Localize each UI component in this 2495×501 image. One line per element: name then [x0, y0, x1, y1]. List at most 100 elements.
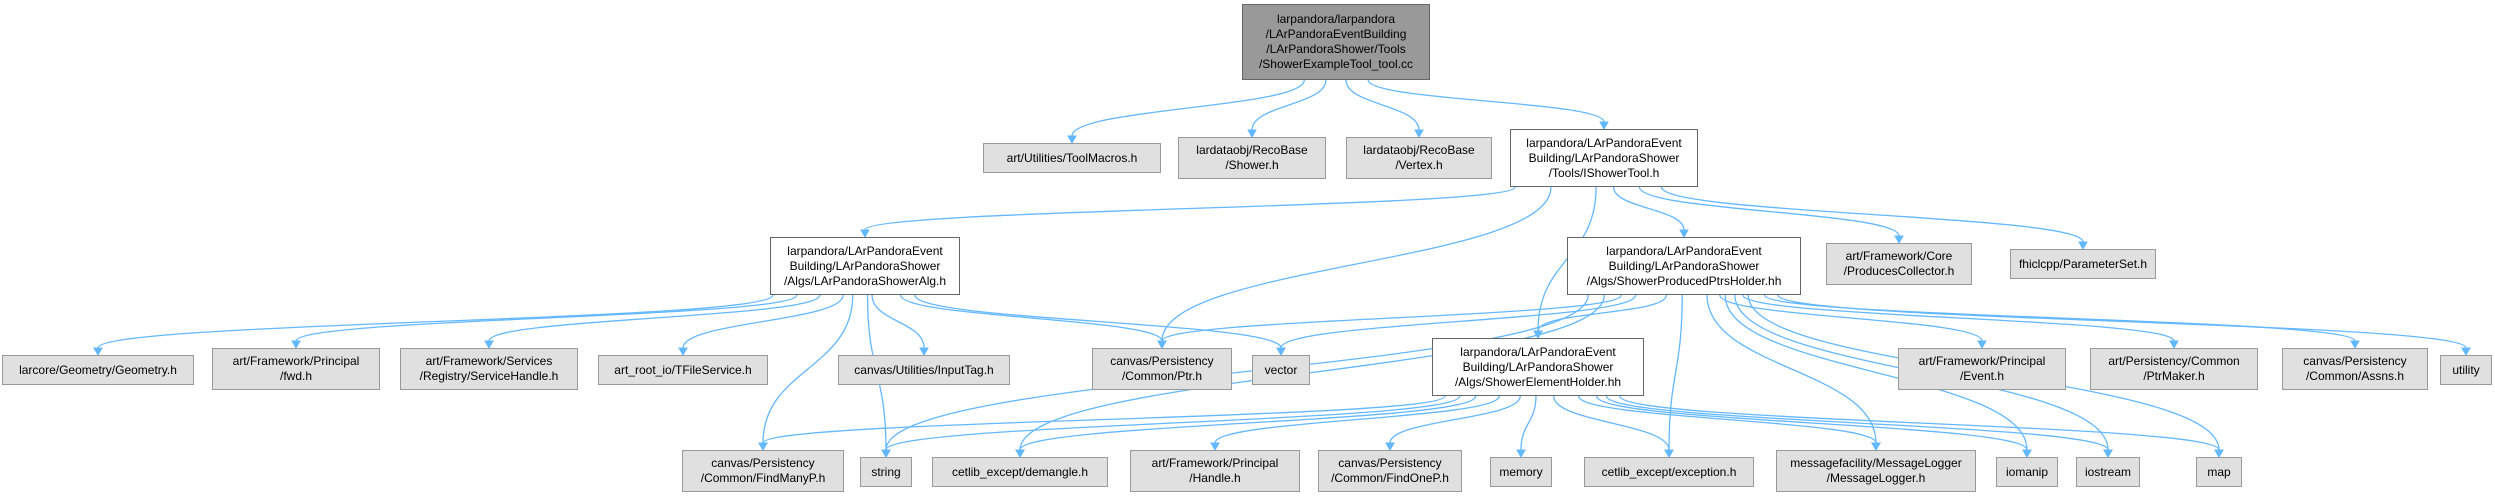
node-geometry: larcore/Geometry/Geometry.h — [2, 355, 194, 385]
node-label: fhiclcpp/ParameterSet.h — [2018, 256, 2148, 271]
edge-arrowhead — [484, 340, 494, 350]
edge-arrowhead — [1210, 442, 1220, 452]
edge-arrowhead — [678, 347, 688, 357]
node-label: larcore/Geometry/Geometry.h — [19, 362, 177, 377]
node-inputtag: canvas/Utilities/InputTag.h — [838, 355, 1010, 385]
edge-elementholder-exception — [1553, 395, 1670, 451]
node-label: larpandora/larpandora /LArPandoraEventBu… — [1258, 12, 1414, 71]
edge-arrowhead — [2350, 340, 2360, 350]
edge-producedptrs-vector — [1280, 294, 1637, 349]
node-label: art/Framework/Services /Registry/Service… — [419, 354, 559, 383]
edge-elementholder-handle — [1214, 395, 1500, 444]
edge-showeralg-fwd — [295, 294, 798, 342]
edge-root-toolmacros — [1071, 79, 1305, 137]
node-parameterset: fhiclcpp/ParameterSet.h — [2010, 249, 2156, 279]
node-iostream: iostream — [2076, 457, 2140, 487]
edge-showeralg-inputtag — [871, 294, 925, 349]
node-shower: lardataobj/RecoBase /Shower.h — [1178, 137, 1326, 179]
node-ptr: canvas/Persistency /Common/Ptr.h — [1092, 348, 1232, 390]
node-label: map — [2207, 464, 2231, 479]
edge-elementholder-findonep — [1389, 395, 1521, 444]
edge-arrowhead — [1385, 442, 1395, 452]
node-handle: art/Framework/Principal /Handle.h — [1130, 450, 1300, 492]
node-showeralg[interactable]: larpandora/LArPandoraEvent Building/LArP… — [770, 237, 960, 295]
edge-arrowhead — [2078, 241, 2088, 251]
node-label: art/Framework/Principal /Handle.h — [1151, 456, 1279, 485]
node-producedptrs[interactable]: larpandora/LArPandoraEvent Building/LArP… — [1567, 237, 1801, 295]
edge-ishowertool-producescollector — [1638, 186, 1900, 237]
node-label: art/Framework/Core /ProducesCollector.h — [1843, 249, 1955, 278]
node-map: map — [2196, 457, 2242, 487]
node-label: art/Framework/Principal /Event.h — [1918, 354, 2046, 383]
edge-arrowhead — [1599, 121, 1609, 131]
node-vector: vector — [1252, 355, 1310, 385]
edge-root-vertex — [1345, 79, 1420, 131]
edge-elementholder-messagelogger — [1577, 395, 1877, 444]
node-label: vector — [1264, 362, 1298, 377]
edge-arrowhead — [2214, 449, 2224, 459]
edge-producedptrs-ptrmaker — [1742, 294, 2175, 342]
node-ishowertool[interactable]: larpandora/LArPandoraEvent Building/LArP… — [1510, 129, 1698, 187]
edge-arrowhead — [1516, 449, 1526, 459]
edge-arrowhead — [1157, 340, 1167, 350]
node-label: canvas/Persistency /Common/Ptr.h — [1110, 354, 1214, 383]
node-findmanyp: canvas/Persistency /Common/FindManyP.h — [682, 450, 844, 492]
edge-arrowhead — [2169, 340, 2179, 350]
edge-elementholder-map — [1619, 395, 2220, 451]
node-root-file: larpandora/larpandora /LArPandoraEventBu… — [1242, 4, 1430, 80]
edge-arrowhead — [758, 442, 768, 452]
node-label: lardataobj/RecoBase /Shower.h — [1196, 143, 1308, 172]
edge-elementholder-demangle — [1019, 395, 1477, 451]
edge-producedptrs-elementholder — [1537, 294, 1668, 332]
node-exception: cetlib_except/exception.h — [1584, 457, 1754, 487]
edge-arrowhead — [2461, 347, 2471, 357]
edge-arrowhead — [1015, 449, 1025, 459]
edge-showeralg-ptr — [899, 294, 1163, 342]
node-label: iostream — [2084, 464, 2131, 479]
node-label: canvas/Utilities/InputTag.h — [854, 362, 994, 377]
edge-arrowhead — [1247, 129, 1257, 139]
edge-arrowhead — [1977, 340, 1987, 350]
edge-showeralg-servicehandle — [488, 294, 821, 342]
edge-elementholder-string — [885, 395, 1461, 451]
node-label: iomanip — [2005, 464, 2049, 479]
edge-ishowertool-ptr — [1161, 186, 1552, 342]
edge-showeralg-tfileservice — [682, 294, 844, 349]
edge-arrowhead — [1533, 330, 1543, 340]
node-elementholder[interactable]: larpandora/LArPandoraEvent Building/LArP… — [1432, 338, 1644, 396]
node-fwd: art/Framework/Principal /fwd.h — [212, 348, 380, 390]
edge-elementholder-iostream — [1605, 395, 2109, 451]
node-assns: canvas/Persistency /Common/Assns.h — [2282, 348, 2428, 390]
edge-root-ishowertool — [1367, 79, 1605, 123]
node-label: larpandora/LArPandoraEvent Building/LArP… — [1586, 243, 1782, 288]
edge-arrowhead — [860, 229, 870, 239]
edge-arrowhead — [1664, 449, 1674, 459]
node-event: art/Framework/Principal /Event.h — [1898, 348, 2066, 390]
node-toolmacros: art/Utilities/ToolMacros.h — [983, 143, 1161, 173]
edge-elementholder-findmanyp — [762, 395, 1446, 444]
node-label: canvas/Persistency /Common/FindManyP.h — [700, 456, 826, 485]
edge-producedptrs-ptr — [1161, 294, 1623, 342]
node-iomanip: iomanip — [1996, 457, 2058, 487]
node-producescollector: art/Framework/Core /ProducesCollector.h — [1826, 243, 1972, 285]
edge-arrowhead — [919, 347, 929, 357]
node-ptrmaker: art/Persistency/Common /PtrMaker.h — [2090, 348, 2258, 390]
node-label: utility — [2452, 362, 2480, 377]
node-memory: memory — [1490, 457, 1552, 487]
edge-arrowhead — [1414, 129, 1424, 139]
edge-arrowhead — [1679, 229, 1689, 239]
node-demangle: cetlib_except/demangle.h — [932, 457, 1108, 487]
node-label: memory — [1499, 464, 1543, 479]
edge-arrowhead — [2103, 449, 2113, 459]
edge-producedptrs-exception — [1668, 294, 1683, 451]
edge-arrowhead — [93, 347, 103, 357]
node-findonep: canvas/Persistency /Common/FindOneP.h — [1318, 450, 1462, 492]
edge-arrowhead — [1067, 135, 1077, 145]
node-label: messagefacility/MessageLogger /MessageLo… — [1790, 456, 1962, 485]
node-label: canvas/Persistency /Common/Assns.h — [2303, 354, 2407, 383]
edge-root-shower — [1251, 79, 1327, 131]
node-servicehandle: art/Framework/Services /Registry/Service… — [400, 348, 578, 390]
node-vertex: lardataobj/RecoBase /Vertex.h — [1346, 137, 1492, 179]
